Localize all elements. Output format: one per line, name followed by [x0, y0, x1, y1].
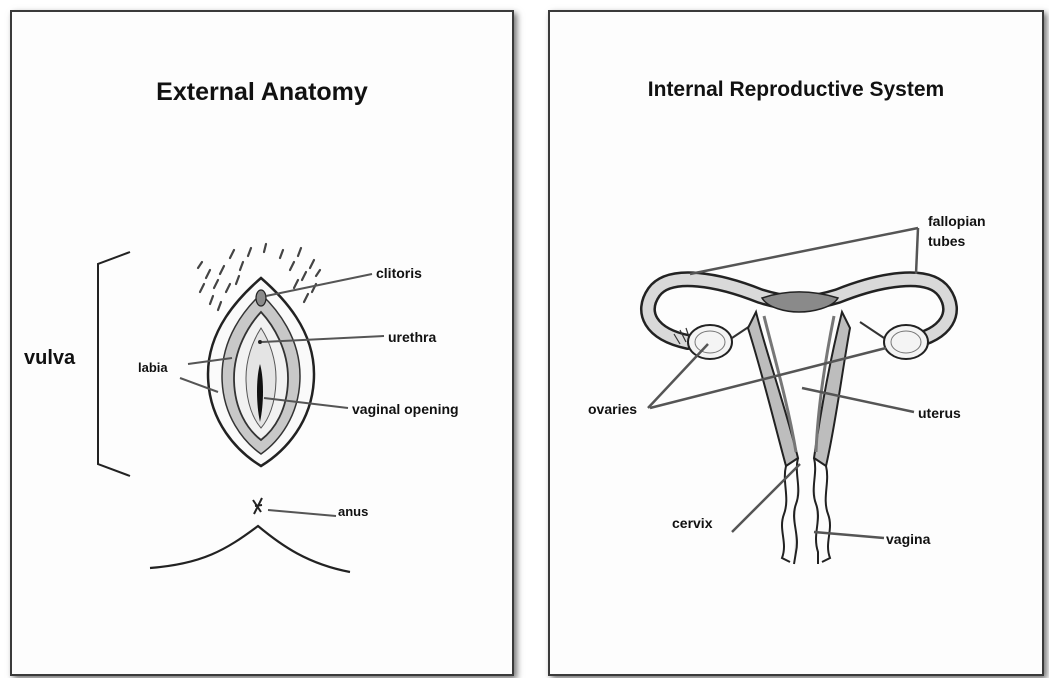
vagina-right-wall — [822, 466, 830, 562]
external-anatomy-drawing: vulva labia clitoris urethra vaginal ope… — [12, 12, 516, 678]
label-vulva: vulva — [24, 347, 76, 369]
urethra-dot — [258, 340, 262, 344]
uterine-fundus — [762, 292, 838, 312]
uterus-right-wall — [814, 312, 850, 466]
right-ovarian-ligament — [860, 322, 884, 338]
label-anus: anus — [338, 504, 368, 519]
vagina-right-inner — [814, 458, 818, 564]
label-tubes: tubes — [928, 233, 966, 249]
vagina-left-inner — [794, 458, 798, 564]
label-vagina: vagina — [886, 531, 931, 547]
label-fallopian: fallopian — [928, 213, 986, 229]
internal-reproductive-drawing: fallopian tubes ovaries uterus cervix va… — [550, 12, 1046, 678]
external-anatomy-panel: External Anatomy — [10, 10, 514, 676]
label-ovaries: ovaries — [588, 401, 637, 417]
uterus-left-wall — [748, 312, 798, 466]
vulva-bracket — [98, 252, 130, 476]
label-urethra: urethra — [388, 329, 436, 345]
label-uterus: uterus — [918, 405, 961, 421]
anus-mark — [253, 498, 262, 514]
internal-reproductive-panel: Internal Reproductive System — [548, 10, 1044, 676]
label-labia: labia — [138, 360, 168, 375]
label-cervix: cervix — [672, 515, 713, 531]
label-vaginal-opening: vaginal opening — [352, 401, 459, 417]
clitoris-shape — [256, 290, 266, 306]
buttocks-curve — [150, 526, 350, 572]
label-clitoris: clitoris — [376, 265, 422, 281]
